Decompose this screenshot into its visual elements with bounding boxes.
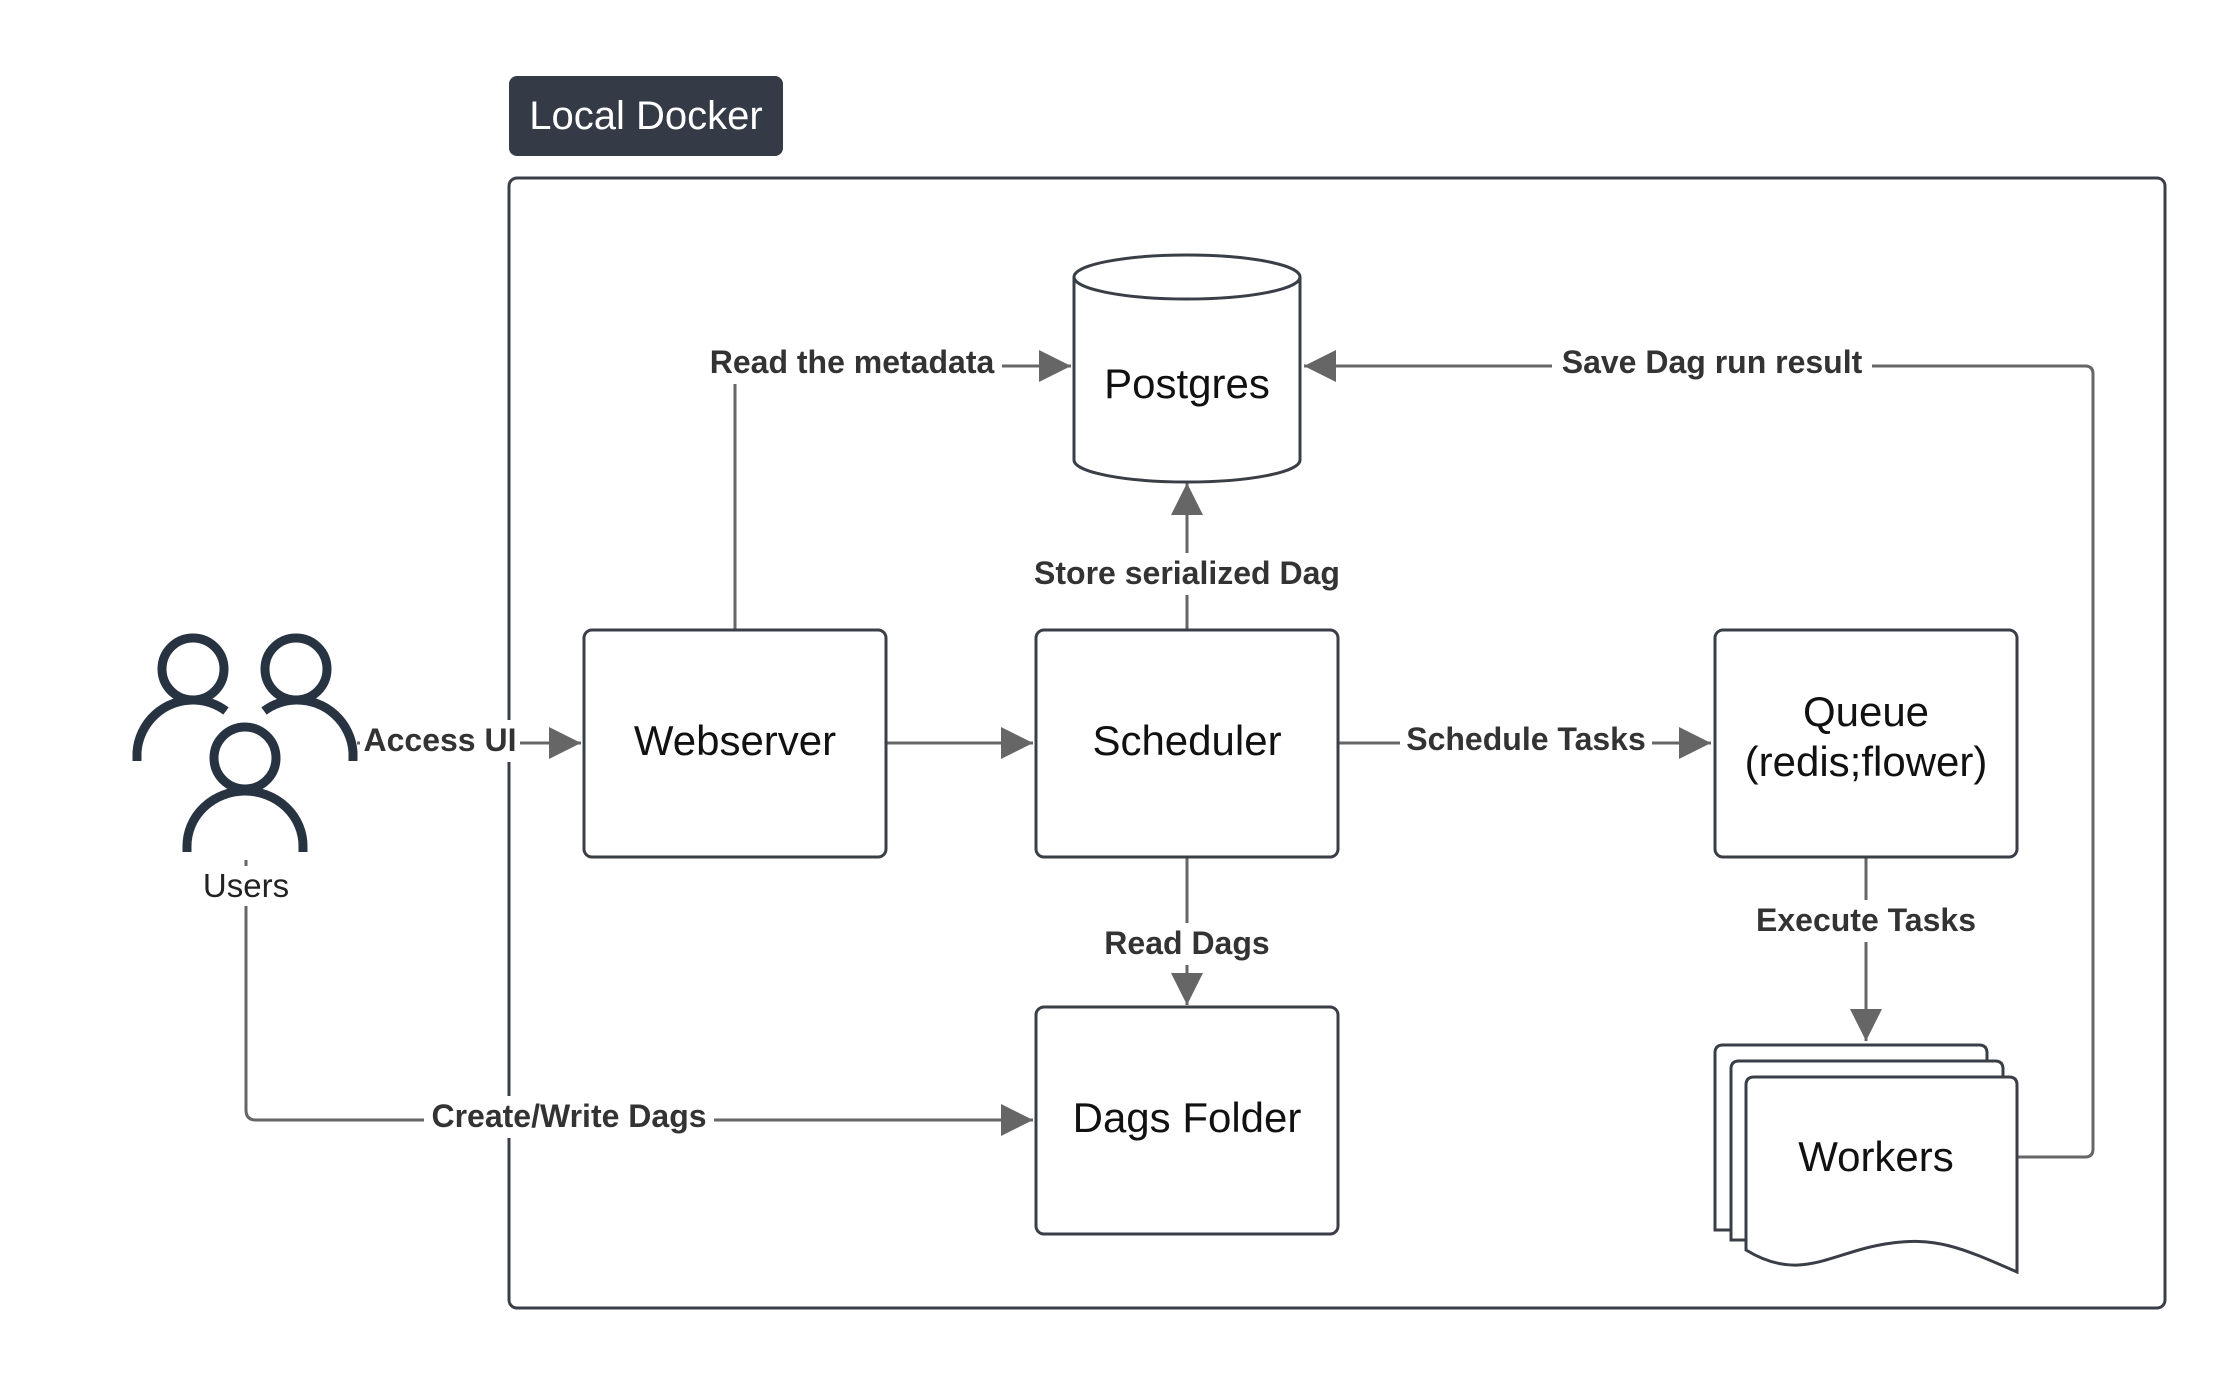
node-label-scheduler: Scheduler <box>1092 717 1281 764</box>
edge-label-store-serialized-dag: Store serialized Dag <box>1025 553 1349 595</box>
edge-label-create-write-dags: Create/Write Dags <box>424 1096 714 1138</box>
node-label-webserver: Webserver <box>634 717 836 764</box>
container-title-tag <box>509 76 783 156</box>
edge-workers-to-postgres <box>1304 350 2095 1159</box>
svg-text:Save Dag run result: Save Dag run result <box>1562 344 1863 380</box>
edge-label-execute-tasks: Execute Tasks <box>1746 900 1986 942</box>
svg-text:Schedule Tasks: Schedule Tasks <box>1406 721 1646 757</box>
edge-users-to-dags-folder <box>244 858 1033 1136</box>
edge-webserver-to-postgres <box>733 350 1071 630</box>
node-label-queue-sub: (redis;flower) <box>1745 738 1988 785</box>
node-postgres[interactable]: Postgres <box>1072 253 1302 484</box>
svg-text:Execute Tasks: Execute Tasks <box>1756 902 1976 938</box>
svg-text:Access UI: Access UI <box>364 722 517 758</box>
node-label-workers: Workers <box>1798 1133 1954 1180</box>
edge-label-access-ui: Access UI <box>360 720 520 762</box>
svg-text:Store serialized Dag: Store serialized Dag <box>1034 555 1340 591</box>
edge-label-read-dags: Read Dags <box>1097 923 1277 965</box>
svg-text:Read the metadata: Read the metadata <box>710 344 995 380</box>
users-group-icon <box>132 633 358 860</box>
node-workers[interactable]: Workers <box>1713 1043 2019 1275</box>
svg-text:Read Dags: Read Dags <box>1104 925 1269 961</box>
node-queue[interactable]: Queue (redis;flower) <box>1713 628 2019 859</box>
local-docker-container: Local Docker <box>507 76 2167 1310</box>
edge-label-schedule-tasks: Schedule Tasks <box>1400 720 1652 762</box>
container-title: Local Docker <box>529 94 762 138</box>
edge-label-read-metadata: Read the metadata <box>700 342 1002 384</box>
users-label: Users <box>203 867 289 904</box>
svg-text:Create/Write Dags: Create/Write Dags <box>431 1098 706 1134</box>
node-label-postgres: Postgres <box>1104 360 1270 407</box>
actor-users[interactable]: Users <box>132 633 358 906</box>
node-label-dags-folder: Dags Folder <box>1073 1094 1302 1141</box>
node-dags-folder[interactable]: Dags Folder <box>1034 1005 1340 1236</box>
node-label-queue: Queue <box>1803 688 1929 735</box>
node-webserver[interactable]: Webserver <box>582 628 888 859</box>
database-icon <box>1072 277 1302 484</box>
edge-label-save-dag-run-result: Save Dag run result <box>1552 342 1872 384</box>
node-scheduler[interactable]: Scheduler <box>1034 628 1340 859</box>
